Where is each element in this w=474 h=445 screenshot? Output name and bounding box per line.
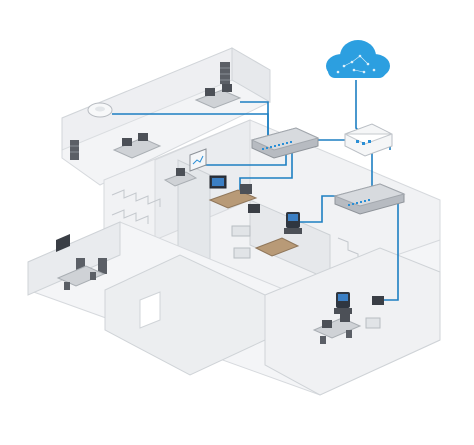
wall-display-icon [189, 148, 207, 172]
wall-display-icon [56, 234, 70, 252]
server-rack-icon [220, 62, 230, 84]
desk-workstation [254, 237, 300, 257]
cable-switch-upper-desk [240, 101, 269, 136]
staircase-left [111, 189, 161, 224]
desk-workstation [56, 265, 106, 290]
ip-phone-icon[interactable] [334, 292, 352, 314]
lower-right-room [264, 247, 441, 396]
upper-floor-left-wall [61, 47, 233, 151]
desk-workstation [112, 133, 162, 159]
lower-floor [27, 221, 441, 396]
network-switch-secondary[interactable] [333, 183, 406, 215]
lower-door-opening [139, 291, 161, 329]
ip-phone-icon[interactable] [284, 212, 302, 234]
desk-workstation [312, 314, 362, 344]
furniture-shelf [231, 225, 251, 259]
desk-workstation [194, 84, 242, 109]
wall-display-icon [372, 296, 384, 305]
security-gateway[interactable] [344, 123, 393, 157]
lower-left-wall [27, 221, 121, 296]
network-switch-main[interactable] [250, 127, 320, 159]
desk-workstation [163, 168, 198, 187]
server-rack-icon [76, 258, 107, 274]
desk-workstation [208, 175, 258, 209]
upper-floor [61, 47, 271, 186]
cable-cloud-gateway [355, 80, 363, 135]
wireless-access-point-icon[interactable] [87, 102, 113, 118]
cable-switch2-phone [296, 195, 345, 223]
cloud-icon[interactable] [326, 40, 390, 78]
furniture-shelf [365, 317, 381, 329]
server-rack-icon [70, 140, 79, 160]
wall-display-icon [248, 204, 260, 213]
